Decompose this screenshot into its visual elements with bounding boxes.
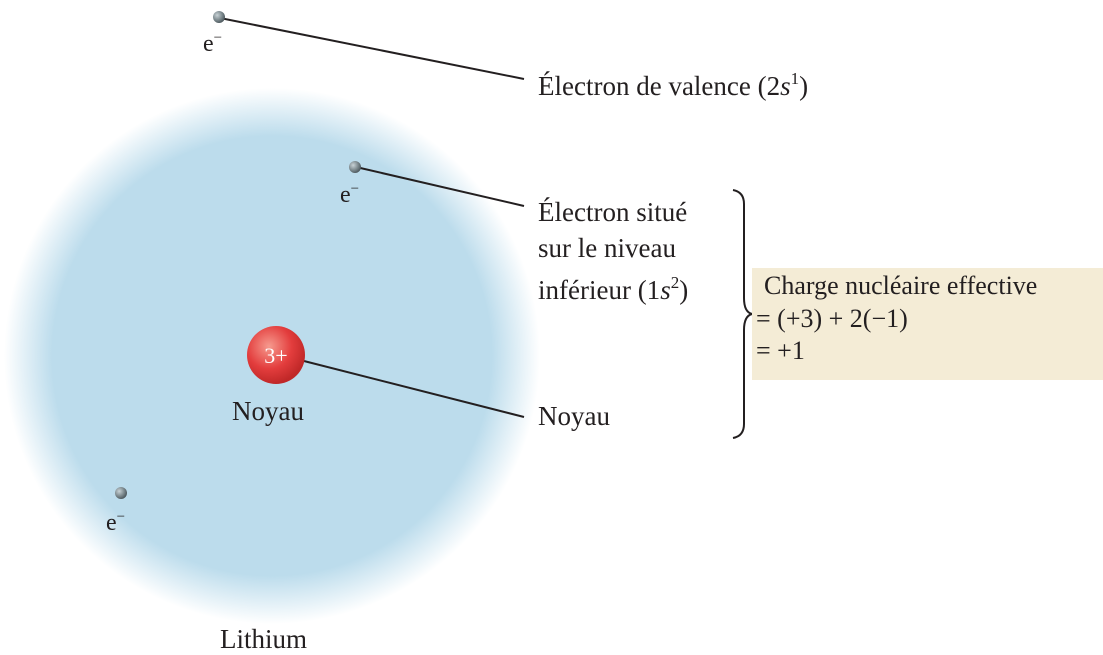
effective-charge-box: Charge nucléaire effective = (+3) + 2(−1… — [752, 268, 1103, 380]
inner-electron-2-symbol: e− — [106, 505, 125, 535]
brace — [733, 190, 752, 438]
effective-charge-equation: = (+3) + 2(−1) — [756, 304, 908, 334]
inner-electron-label-line1: Électron situé — [538, 196, 687, 228]
valence-electron-symbol: e− — [203, 26, 222, 56]
inner-electron-1-symbol: e− — [340, 177, 359, 207]
valence-leader-line — [220, 18, 524, 79]
inner-electron-label-line3: inférieur (1s2) — [538, 267, 688, 306]
nucleus-pointer-label: Noyau — [538, 400, 610, 432]
valence-electron — [213, 11, 225, 23]
effective-charge-result: = +1 — [756, 336, 805, 366]
inner-electron-label-line2: sur le niveau — [538, 232, 676, 264]
atom-name-label: Lithium — [220, 623, 307, 655]
inner-electron-1 — [349, 161, 361, 173]
valence-electron-label: Électron de valence (2s1) — [538, 63, 808, 102]
nucleus-under-label: Noyau — [232, 395, 304, 427]
effective-charge-title: Charge nucléaire effective — [764, 271, 1037, 301]
nucleus-charge-label: 3+ — [248, 342, 304, 370]
inner-electron-2 — [115, 487, 127, 499]
